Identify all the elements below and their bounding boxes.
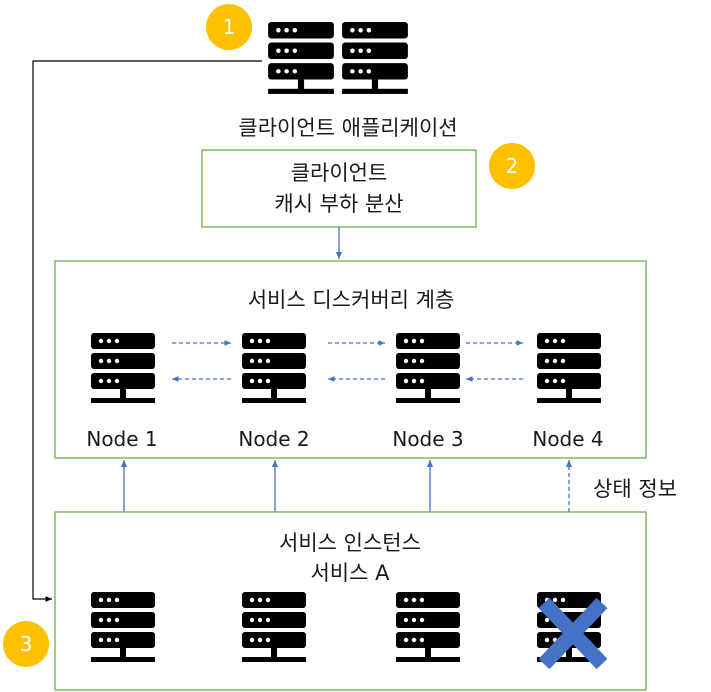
- badge-2: 2: [489, 143, 535, 189]
- node-label-3: Node 3: [392, 427, 463, 451]
- load-balancer-line1: 클라이언트: [291, 161, 388, 185]
- node-label-1: Node 1: [86, 427, 157, 451]
- instances-title-line2: 서비스 A: [310, 561, 390, 585]
- discovery-title: 서비스 디스커버리 계층: [248, 288, 455, 312]
- instances-title-line1: 서비스 인스턴스: [279, 531, 421, 555]
- client-server-icon-2: [342, 22, 408, 94]
- client-server-icon-1: [268, 22, 334, 94]
- failed-x-icon: [538, 597, 608, 670]
- node-label-4: Node 4: [532, 427, 603, 451]
- load-balancer-line2: 캐시 부하 분산: [274, 192, 403, 216]
- client-to-instances-line: [32, 60, 262, 602]
- badge-1: 1: [206, 4, 252, 50]
- badge-3: 3: [3, 621, 49, 667]
- badge-3-text: 3: [20, 632, 33, 656]
- load-balancer-box: [201, 149, 477, 228]
- status-label: 상태 정보: [593, 477, 677, 501]
- badge-1-text: 1: [223, 15, 236, 39]
- client-app-label: 클라이언트 애플리케이션: [238, 116, 457, 140]
- badge-2-text: 2: [506, 154, 519, 178]
- node-label-2: Node 2: [238, 427, 309, 451]
